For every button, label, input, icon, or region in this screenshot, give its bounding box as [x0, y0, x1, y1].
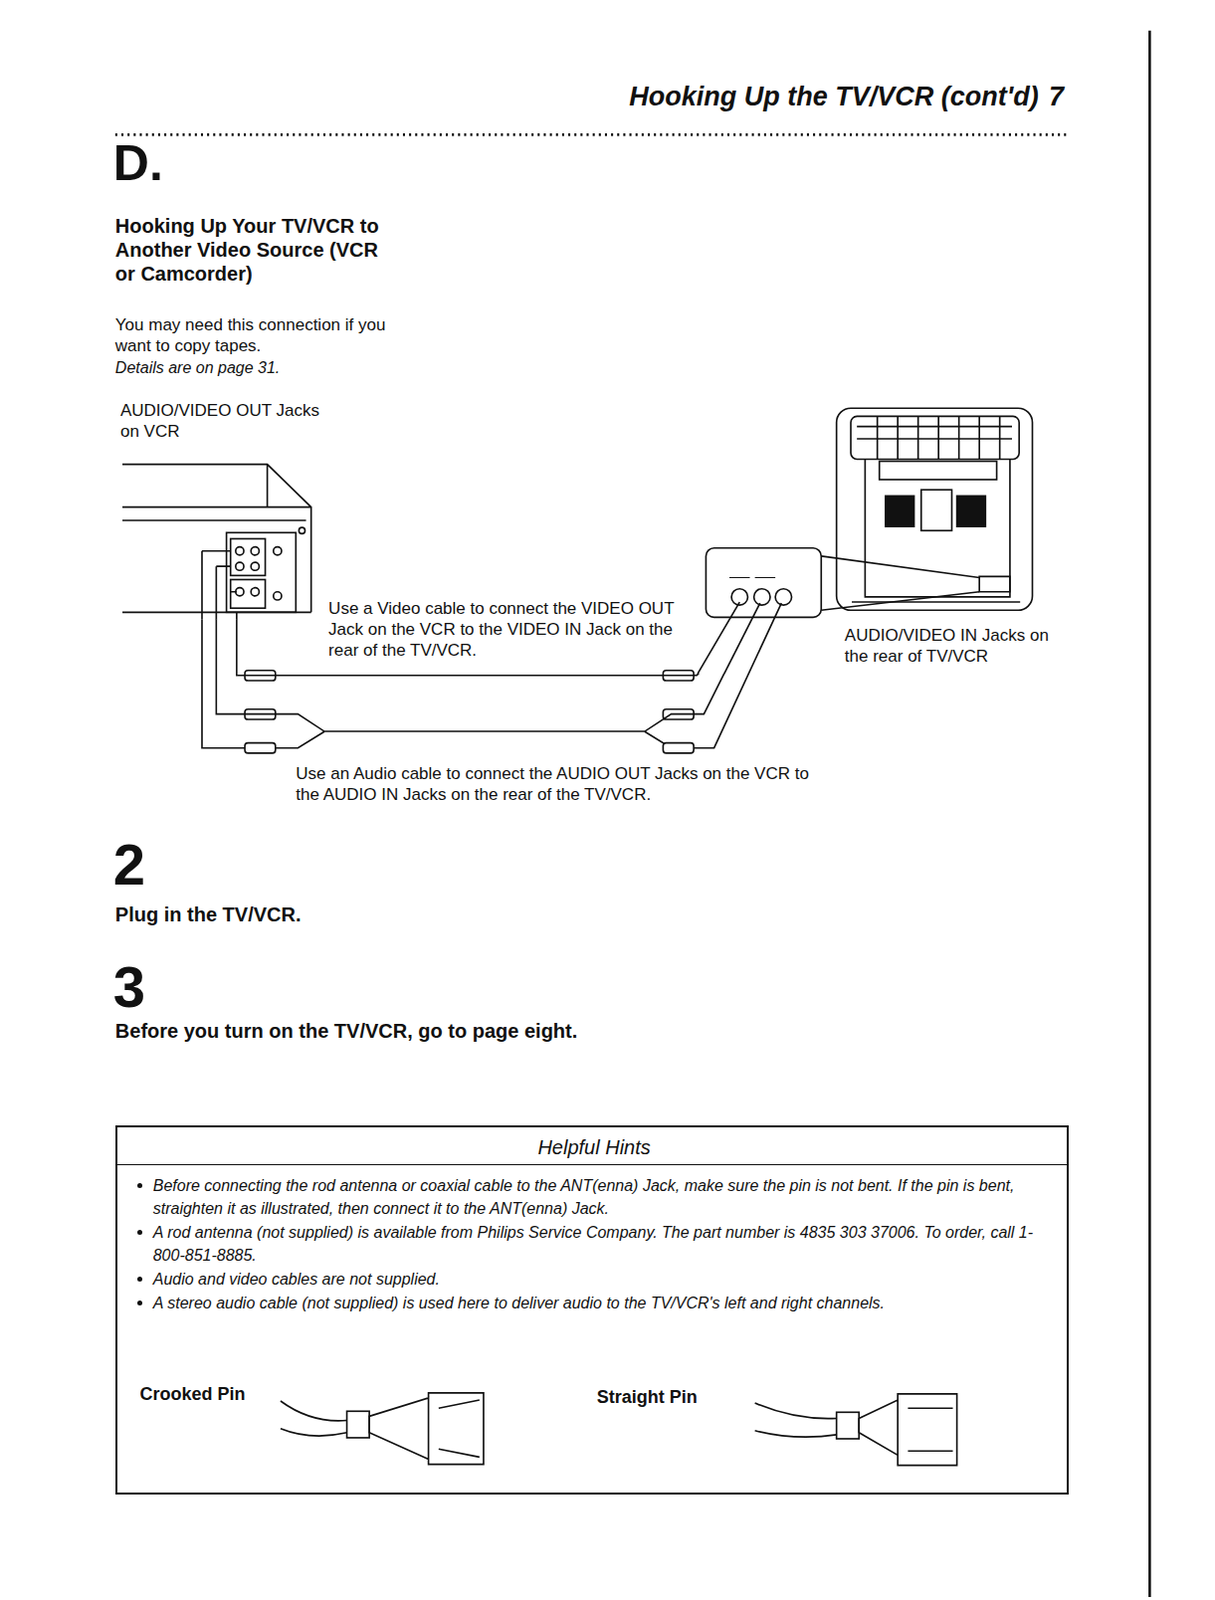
- jack-inset: [705, 548, 980, 618]
- bullet-dot: [137, 1229, 143, 1235]
- hint-item: Before connecting the rod antenna or coa…: [153, 1174, 1051, 1220]
- pin-caption: Straight Pin: [597, 1387, 698, 1410]
- crooked-pin-drawing: [280, 1393, 484, 1465]
- bullet-dot: [137, 1300, 143, 1306]
- step-number: 3: [113, 954, 146, 1021]
- section-heading: Hooking Up Your TV/VCR to Another Video …: [115, 213, 397, 286]
- page-reference: Details are on page 31.: [115, 359, 397, 378]
- page-title: Hooking Up the TV/VCR (cont'd): [628, 81, 1038, 113]
- cable-plugs: [244, 670, 694, 754]
- vcr-drawing: [122, 464, 312, 620]
- bullet-dot: [137, 1183, 143, 1189]
- tv-rear-drawing: [836, 407, 1033, 610]
- straight-pin-drawing: [755, 1394, 958, 1466]
- step-number: 2: [113, 831, 146, 899]
- hints-box: Helpful HintsBefore connecting the rod a…: [115, 1125, 1070, 1495]
- section-body: You may need this connection if you want…: [115, 314, 397, 357]
- audio-cable-callout: Use an Audio cable to connect the AUDIO …: [295, 763, 836, 806]
- bullet-dot: [137, 1276, 143, 1282]
- header-dotted-rule: [115, 133, 1070, 137]
- tv-vcr-rear: AUDIO/VIDEO IN Jacks on the rear of TV/V…: [701, 405, 1066, 674]
- jack-callout: AUDIO/VIDEO IN Jacks on the rear of TV/V…: [844, 624, 1064, 667]
- pin-caption: Crooked Pin: [139, 1384, 245, 1407]
- jack-callout: AUDIO/VIDEO OUT Jacks on VCR: [120, 400, 325, 442]
- vcr-rear-panel: AUDIO/VIDEO OUT Jacks on VCR: [120, 400, 315, 619]
- hints-header-rule: [117, 1164, 1068, 1166]
- section-letter: D.: [113, 135, 164, 194]
- step-text: Plug in the TV/VCR.: [115, 903, 626, 927]
- video-cable-callout: Use a Video cable to connect the VIDEO O…: [328, 598, 701, 661]
- page-edge-rule: [1148, 30, 1152, 1598]
- page-number: 7: [1048, 81, 1064, 113]
- hints-heading: Helpful Hints: [117, 1135, 1072, 1160]
- hint-item: A stereo audio cable (not supplied) is u…: [153, 1291, 1051, 1315]
- step-text: Before you turn on the TV/VCR, go to pag…: [115, 1019, 850, 1043]
- hint-item: A rod antenna (not supplied) is availabl…: [153, 1220, 1051, 1267]
- hint-item: Audio and video cables are not supplied.: [153, 1267, 1051, 1291]
